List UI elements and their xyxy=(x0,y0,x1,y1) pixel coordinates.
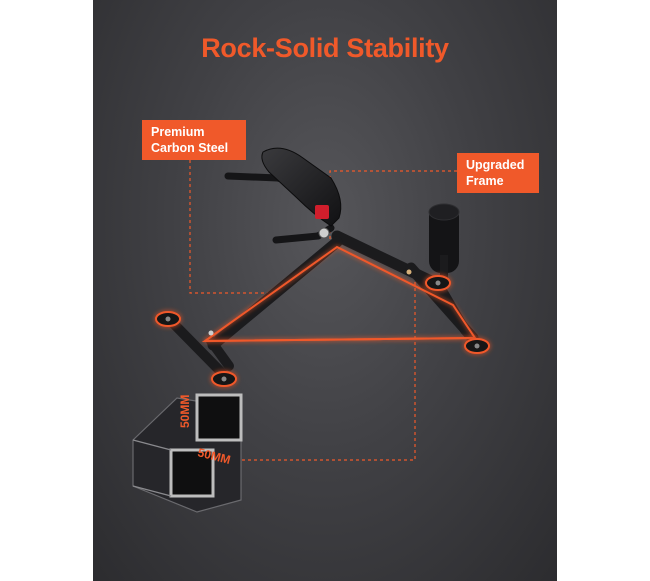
callout-upgraded-frame-line1: Upgraded xyxy=(466,158,525,172)
callout-carbon-steel-line2: Carbon Steel xyxy=(151,141,229,155)
headline: Rock-Solid Stability xyxy=(201,33,449,63)
callout-upgraded-frame: Upgraded Frame xyxy=(457,153,539,193)
leader-lines xyxy=(189,160,457,461)
square-tube-cross-section: 50MM 50MM xyxy=(132,393,243,513)
frame-highlight xyxy=(201,245,477,343)
product-feature-panel: Rock-Solid Stability Premium Carbon Stee… xyxy=(93,0,557,581)
tube-height-label: 50MM xyxy=(178,395,192,428)
foot-roller xyxy=(429,205,459,273)
callout-carbon-steel: Premium Carbon Steel xyxy=(142,120,246,160)
adjust-knob xyxy=(315,205,329,219)
callout-carbon-steel-line1: Premium xyxy=(151,125,205,139)
roman-chair-frame-illustration: 50MM 50MM xyxy=(132,147,490,513)
foot-pads xyxy=(155,275,490,387)
callout-upgraded-frame-line2: Frame xyxy=(466,174,504,188)
